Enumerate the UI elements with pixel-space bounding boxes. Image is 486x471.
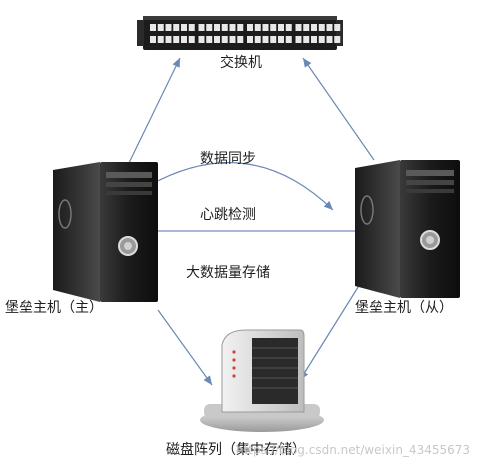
master-to-storage-arrow — [157, 309, 213, 386]
switch-port — [326, 24, 333, 31]
switch-port — [262, 24, 269, 31]
heartbeat-label: 心跳检测 — [200, 207, 256, 223]
switch-port — [295, 36, 302, 43]
switch-port — [326, 36, 333, 43]
switch-port — [181, 24, 187, 31]
switch-port — [278, 36, 284, 43]
switch-port — [229, 24, 236, 31]
switch-port — [198, 24, 205, 31]
switch-port — [311, 24, 317, 31]
switch-port — [157, 36, 164, 43]
master-host-label: 堡垒主机（主） — [5, 300, 103, 316]
switch-port — [157, 24, 164, 31]
switch-port — [237, 24, 244, 31]
switch-port — [206, 36, 213, 43]
switch-port — [206, 24, 213, 31]
switch-port — [303, 24, 310, 31]
switch-port — [285, 24, 292, 31]
switch-port — [229, 36, 236, 43]
switch-port — [278, 24, 284, 31]
slave-host-label: 堡垒主机（从） — [355, 300, 453, 316]
master-server-icon — [53, 162, 158, 302]
switch-port — [262, 36, 269, 43]
switch-port — [214, 36, 220, 43]
switch-port — [254, 24, 261, 31]
switch-port — [247, 24, 253, 31]
switch-ports — [150, 24, 341, 43]
switch-port — [334, 24, 341, 31]
switch-port — [221, 24, 228, 31]
switch-port — [237, 36, 244, 43]
switch-port — [188, 36, 195, 43]
switch-port — [214, 24, 220, 31]
switch-port — [198, 36, 205, 43]
switch-port — [318, 24, 325, 31]
switch-port — [285, 36, 292, 43]
data-sync-label: 数据同步 — [200, 151, 256, 167]
switch-port — [295, 24, 302, 31]
switch-port — [173, 36, 180, 43]
switch-port — [173, 24, 180, 31]
switch-port — [165, 36, 172, 43]
switch-port — [150, 36, 156, 43]
switch-port — [270, 24, 277, 31]
slave-server-icon — [355, 160, 460, 298]
switch-label: 交换机 — [220, 55, 262, 71]
switch-port — [254, 36, 261, 43]
switch-port — [311, 36, 317, 43]
network-switch-icon — [137, 16, 343, 50]
switch-port — [334, 36, 341, 43]
disk-array-icon — [200, 329, 324, 432]
disk-array-label: 磁盘阵列（集中存储） — [166, 442, 306, 458]
switch-port — [318, 36, 325, 43]
switch-port — [150, 24, 156, 31]
bigdata-storage-label: 大数据量存储 — [186, 265, 270, 281]
switch-port — [270, 36, 277, 43]
slave-to-storage-arrow — [299, 283, 361, 381]
switch-port — [181, 36, 187, 43]
slave-to-switch-arrow — [302, 57, 375, 161]
master-to-switch-arrow — [127, 57, 181, 166]
switch-port — [221, 36, 228, 43]
switch-port — [188, 24, 195, 31]
watermark-text: https://blog.csdn.net/weixin_43455673 — [236, 443, 471, 457]
data-sync-arrow — [149, 162, 334, 211]
switch-port — [165, 24, 172, 31]
switch-port — [247, 36, 253, 43]
connections — [127, 57, 375, 386]
switch-port — [303, 36, 310, 43]
